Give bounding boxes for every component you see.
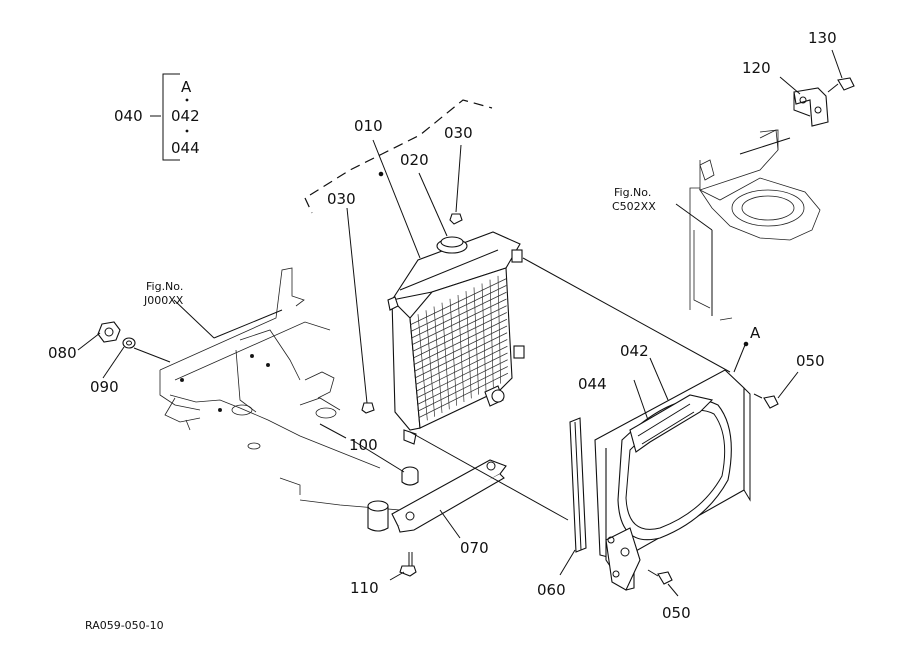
part-label-030-top: 030 [444,124,473,142]
part-label-080: 080 [48,344,77,362]
part-label-060: 060 [537,581,566,599]
core-fin-horizontal [410,278,507,325]
bolt-130 [827,77,855,93]
core-fin-horizontal [417,352,508,398]
fig-ref-code-1: J000XX [143,294,184,307]
mounting-frame [159,267,401,511]
core-fin-horizontal [414,318,508,365]
bolts-050 [647,393,779,585]
core-fin-horizontal [413,312,507,359]
core-fin-horizontal [414,325,508,372]
group-parent-label: 040 [114,107,143,125]
leader-lines [77,49,843,597]
core-fin-horizontal [415,332,508,378]
part-label-050-bottom: 050 [662,604,691,622]
part-label-070: 070 [460,539,489,557]
part-label-110: 110 [350,579,379,597]
part-label-010: 010 [354,117,383,135]
core-fin-horizontal [416,339,508,385]
bracket-bushing [367,500,389,532]
part-label-120: 120 [742,59,771,77]
fig-ref-title-2: Fig.No. [614,186,651,199]
nut-and-washer [97,321,136,349]
drawing-code: RA059-050-10 [85,619,164,632]
fan-shroud [594,369,751,591]
part-label-050-right: 050 [796,352,825,370]
fan-housing-bracket [689,129,821,321]
drain-plugs [361,213,463,414]
core-fin-horizontal [411,291,507,339]
part-label-030-left: 030 [327,190,356,208]
part-label-044: 044 [578,375,607,393]
core-fin-horizontal [412,305,507,352]
upper-bracket-120 [793,87,829,127]
seal-strip [569,417,587,553]
fig-ref-title-1: Fig.No. [146,280,183,293]
connector-marker-label: A [750,324,761,342]
core-fin-horizontal [419,372,509,418]
assembly-group-legend: 040 A 042 044 [114,73,200,161]
group-marker-label: A [181,78,192,96]
fig-ref-code-2: C502XX [612,200,656,213]
bolt-110 [399,552,417,577]
radiator-assembly-dashed-boundary [304,99,493,214]
core-fin-horizontal [417,359,508,405]
part-labels: 010 020 030 030 042 044 050 050 060 070 … [48,29,837,622]
lower-bracket [391,459,507,533]
core-fin-horizontal [418,366,508,412]
part-label-020: 020 [400,151,429,169]
rubber-mount [401,466,419,486]
part-label-090: 090 [90,378,119,396]
radiator-core [387,231,525,445]
part-label-042: 042 [620,342,649,360]
figure-references: Fig.No. J000XX Fig.No. C502XX [143,186,656,307]
group-child-label-1: 042 [171,107,200,125]
core-fin-horizontal [411,285,507,332]
core-fin-horizontal [412,298,507,345]
group-child-label-2: 044 [171,139,200,157]
part-label-130: 130 [808,29,837,47]
part-label-100: 100 [349,436,378,454]
core-fin-horizontal [416,345,508,392]
